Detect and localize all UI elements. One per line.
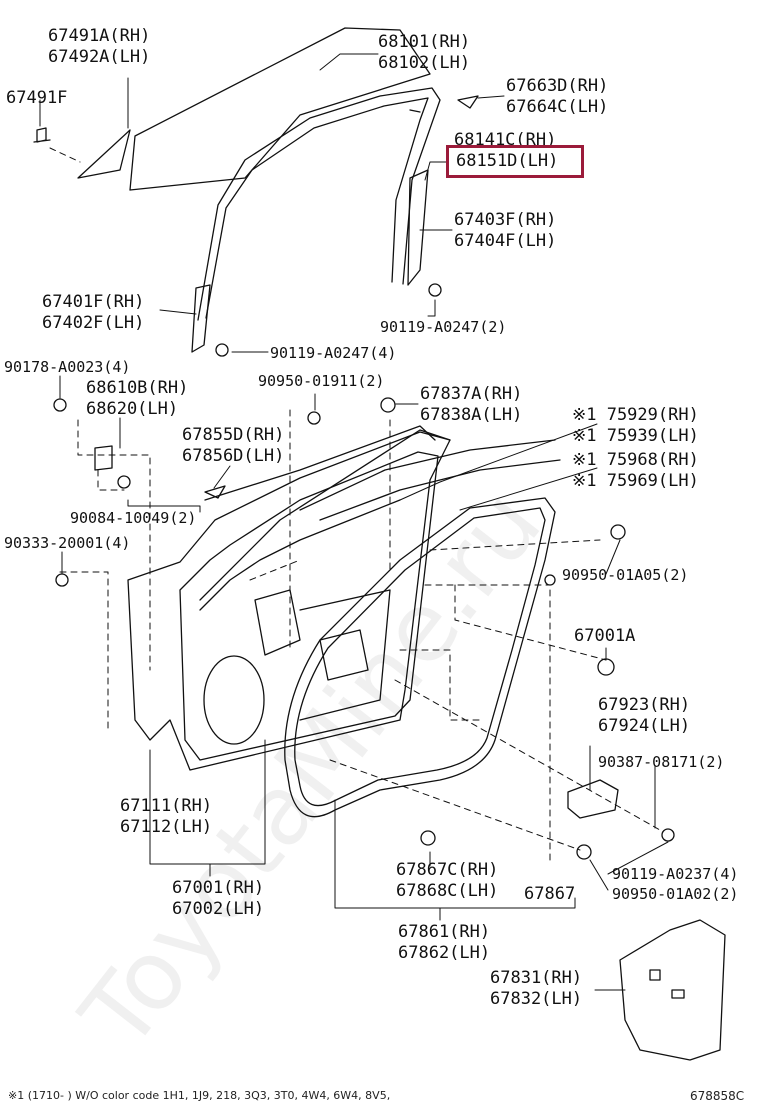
label-90084-10049: 90084-10049(2)	[70, 509, 197, 527]
label-67111: 67111(RH)	[120, 796, 213, 816]
plug-67001A	[597, 658, 615, 676]
door-frame-moulding	[204, 425, 436, 501]
label-67492A: 67492A(LH)	[48, 47, 151, 67]
clip-67867C	[420, 830, 436, 846]
door-check-bracket	[567, 779, 619, 819]
label-67663D: 67663D(RH)	[506, 76, 609, 96]
figure-code: 678858C	[690, 1089, 745, 1103]
label-90119-A0247-2: 90119-A0247(2)	[380, 318, 507, 336]
outer-belt-strip	[199, 429, 451, 601]
label-67401F: 67401F(RH)	[42, 292, 145, 312]
label-67855D: 67855D(RH)	[182, 425, 285, 445]
label-75969: ※1 75969(LH)	[572, 471, 699, 491]
label-90950-01A02: 90950-01A02(2)	[612, 885, 739, 903]
bolt-90119-A0237	[661, 828, 675, 842]
footnote: ※1 (1710- ) W/O color code 1H1, 1J9, 218…	[8, 1089, 391, 1102]
label-68101: 68101(RH)	[378, 32, 471, 52]
label-90178-A0023: 90178-A0023(4)	[4, 358, 131, 376]
clip-90950-01A05	[610, 524, 626, 540]
label-67924: 67924(LH)	[598, 716, 691, 736]
label-67001: 67001(RH)	[172, 878, 265, 898]
highlight-frame	[446, 145, 584, 178]
label-68102: 68102(LH)	[378, 53, 471, 73]
glass-channel-bracket	[77, 129, 131, 179]
label-68610B: 68610B(RH)	[86, 378, 189, 398]
door-weatherstrip	[284, 497, 556, 818]
label-90950-01911: 90950-01911(2)	[258, 372, 385, 390]
hinge	[94, 445, 113, 471]
label-67838A: 67838A(LH)	[420, 405, 523, 425]
belt-cap	[457, 95, 479, 109]
bolt-90119-4	[215, 343, 229, 357]
bolt-67491F	[33, 127, 51, 143]
label-67403F: 67403F(RH)	[454, 210, 557, 230]
label-67856D: 67856D(LH)	[182, 446, 285, 466]
label-67002: 67002(LH)	[172, 899, 265, 919]
label-67868C: 67868C(LH)	[396, 881, 499, 901]
label-75939: ※1 75939(LH)	[572, 426, 699, 446]
label-75929: ※1 75929(RH)	[572, 405, 699, 425]
label-67001A: 67001A	[574, 626, 636, 646]
label-67664C: 67664C(LH)	[506, 97, 609, 117]
label-67491F: 67491F	[6, 88, 68, 108]
label-67837A: 67837A(RH)	[420, 384, 523, 404]
label-67402F: 67402F(LH)	[42, 313, 145, 333]
service-hole-cover	[619, 919, 726, 1061]
label-90387-08171: 90387-08171(2)	[598, 753, 725, 771]
bolt-90119-2	[428, 283, 442, 297]
label-67404F: 67404F(LH)	[454, 231, 557, 251]
division-bar	[407, 169, 429, 286]
clip-90950-01A02	[576, 844, 592, 860]
label-68151D-highlighted[interactable]: 68151D(LH)	[456, 151, 559, 171]
label-90333-20001: 90333-20001(4)	[4, 534, 131, 552]
door-glass-outline	[129, 27, 431, 191]
label-67862: 67862(LH)	[398, 943, 491, 963]
door-panel-inner	[179, 451, 439, 761]
label-90119-A0247-4: 90119-A0247(4)	[270, 344, 397, 362]
label-67923: 67923(RH)	[598, 695, 691, 715]
clip-67837A	[380, 397, 396, 413]
label-90119-A0237: 90119-A0237(4)	[612, 865, 739, 883]
clip-90333	[55, 573, 69, 587]
label-67861: 67861(RH)	[398, 922, 491, 942]
speaker-hole	[203, 655, 265, 745]
label-68620: 68620(LH)	[86, 399, 179, 419]
label-67831: 67831(RH)	[490, 968, 583, 988]
label-67867C: 67867C(RH)	[396, 860, 499, 880]
bolt-90178	[53, 398, 67, 412]
label-67832: 67832(LH)	[490, 989, 583, 1009]
label-75968: ※1 75968(RH)	[572, 450, 699, 470]
label-67112: 67112(LH)	[120, 817, 213, 837]
label-90950-01A05: 90950-01A05(2)	[562, 566, 689, 584]
front-lower-channel	[191, 284, 211, 353]
label-67867: 67867	[524, 884, 576, 904]
glass-run-outer	[197, 87, 441, 321]
door-panel-outer	[127, 431, 451, 771]
clip-90950-01911	[307, 411, 321, 425]
glass-run-inner	[205, 97, 429, 319]
bolt-90084	[117, 475, 131, 489]
label-67491A: 67491A(RH)	[48, 26, 151, 46]
